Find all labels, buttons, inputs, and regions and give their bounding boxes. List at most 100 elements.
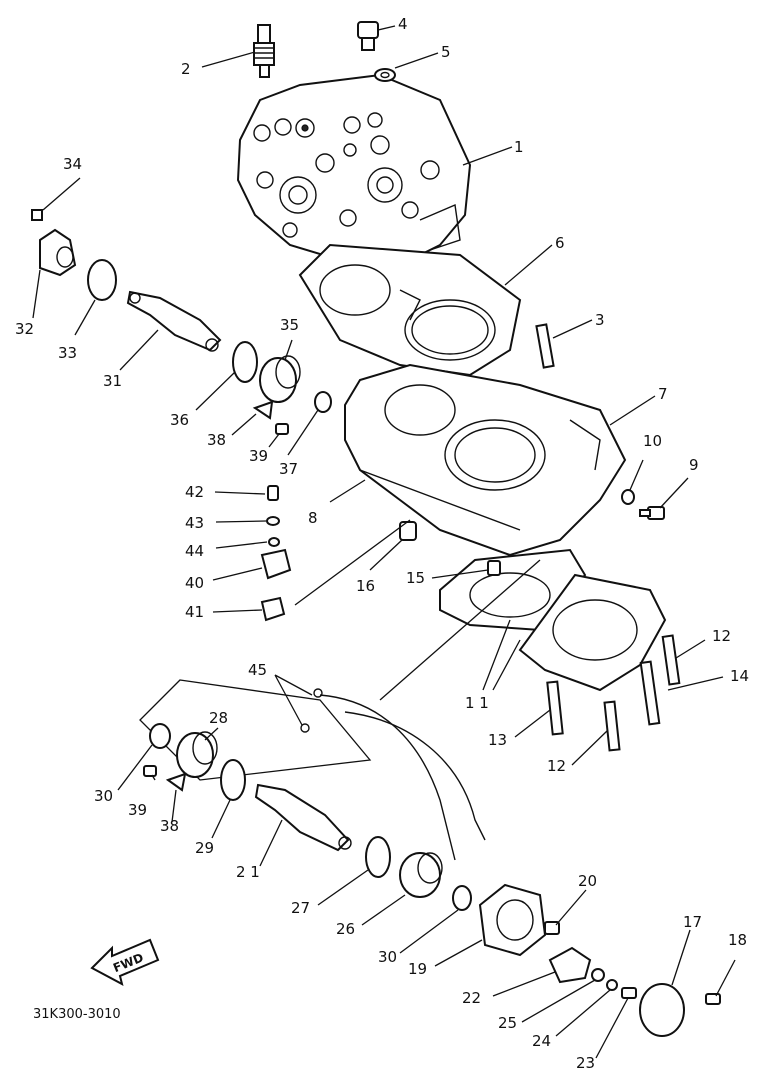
fwd-arrow-icon <box>90 938 160 986</box>
fitting-15 <box>487 560 501 576</box>
bracket-40 <box>260 548 292 580</box>
head-gasket <box>298 243 522 377</box>
cover-32 <box>39 228 77 277</box>
callout-26: 26 <box>336 920 355 938</box>
callout-33: 33 <box>58 344 77 362</box>
callout-21: 2 1 <box>236 863 260 881</box>
callout-1: 1 <box>514 138 524 156</box>
callout-13: 13 <box>488 731 507 749</box>
callout-38b: 38 <box>160 817 179 835</box>
callout-31: 31 <box>103 372 122 390</box>
callout-19: 19 <box>408 960 427 978</box>
washer-43 <box>266 516 280 526</box>
callout-43: 43 <box>185 514 204 532</box>
callout-42: 42 <box>185 483 204 501</box>
bolt-34 <box>31 209 43 221</box>
bolt-23 <box>621 987 637 999</box>
spark-plug <box>253 24 275 78</box>
washer-24 <box>606 979 618 991</box>
callout-38a: 38 <box>207 431 226 449</box>
housing-19 <box>478 883 547 957</box>
callout-44: 44 <box>185 542 204 560</box>
seal-30b <box>452 885 472 911</box>
callout-41: 41 <box>185 603 204 621</box>
callout-7: 7 <box>658 385 668 403</box>
cover-17 <box>639 983 685 1037</box>
callout-10: 10 <box>643 432 662 450</box>
callout-3: 3 <box>595 311 605 329</box>
callout-32: 32 <box>15 320 34 338</box>
cable-45 <box>300 688 486 861</box>
cylinder-block <box>344 363 627 557</box>
callout-30b: 30 <box>378 948 397 966</box>
callout-20: 20 <box>578 872 597 890</box>
callout-30a: 30 <box>94 787 113 805</box>
callout-labels: 1 2 3 4 5 6 7 8 9 10 1 1 12 12 13 14 15 … <box>15 15 749 1072</box>
pulley-35 <box>259 355 301 403</box>
bolt-39b <box>143 765 157 777</box>
washer-44 <box>268 537 280 547</box>
callout-11: 1 1 <box>465 694 489 712</box>
callout-2: 2 <box>181 60 191 78</box>
callout-36: 36 <box>170 411 189 429</box>
clip-38a <box>252 400 274 420</box>
valve-21 <box>254 783 352 852</box>
callout-37: 37 <box>279 460 298 478</box>
stud-3 <box>535 323 555 369</box>
callout-28: 28 <box>209 709 228 727</box>
actuator-22 <box>548 946 592 984</box>
callout-29: 29 <box>195 839 214 857</box>
bolt-39a <box>275 423 289 435</box>
callout-4: 4 <box>398 15 408 33</box>
callout-14: 14 <box>730 667 749 685</box>
pulley-28 <box>176 731 218 778</box>
callout-39b: 39 <box>128 801 147 819</box>
callout-12a: 12 <box>712 627 731 645</box>
callout-24: 24 <box>532 1032 551 1050</box>
callout-5: 5 <box>441 43 451 61</box>
bolt-4 <box>357 21 379 51</box>
bolt-9 <box>639 506 665 520</box>
callout-8: 8 <box>308 509 318 527</box>
cylinder-head <box>236 73 472 267</box>
callout-25: 25 <box>498 1014 517 1032</box>
bracket-41 <box>260 596 286 622</box>
seal-37 <box>314 391 332 413</box>
o-ring-27 <box>365 836 391 878</box>
callout-9: 9 <box>689 456 699 474</box>
callout-12b: 12 <box>547 757 566 775</box>
washer-10 <box>621 489 635 505</box>
callout-40: 40 <box>185 574 204 592</box>
callout-17: 17 <box>683 913 702 931</box>
leader-lines <box>32 25 736 1059</box>
part-drawings <box>31 21 721 1037</box>
callout-35: 35 <box>280 316 299 334</box>
bolt-18 <box>705 993 721 1005</box>
diagram-code: 31K300-3010 <box>33 1007 121 1022</box>
callout-23: 23 <box>576 1054 595 1072</box>
o-ring-36 <box>232 341 258 383</box>
callout-6: 6 <box>555 234 565 252</box>
o-ring-29 <box>220 759 246 801</box>
assembly-lines <box>139 519 541 781</box>
callout-16: 16 <box>356 577 375 595</box>
studs-12-13-14 <box>546 634 681 752</box>
callout-39a: 39 <box>249 447 268 465</box>
seal-30a <box>149 723 171 749</box>
callout-45: 45 <box>248 661 267 679</box>
callout-18: 18 <box>728 931 747 949</box>
bolt-20 <box>544 921 560 935</box>
callout-22: 22 <box>462 989 481 1007</box>
clip-38b <box>165 772 187 792</box>
plug-16 <box>399 521 417 541</box>
valve-31 <box>126 290 222 352</box>
callout-34: 34 <box>63 155 82 173</box>
callout-15: 15 <box>406 569 425 587</box>
o-ring-33 <box>87 259 117 301</box>
washer-5 <box>374 68 396 82</box>
base-gaskets <box>439 548 667 692</box>
screw-42 <box>267 485 279 501</box>
pulley-26 <box>399 852 443 898</box>
washer-25 <box>591 968 605 982</box>
